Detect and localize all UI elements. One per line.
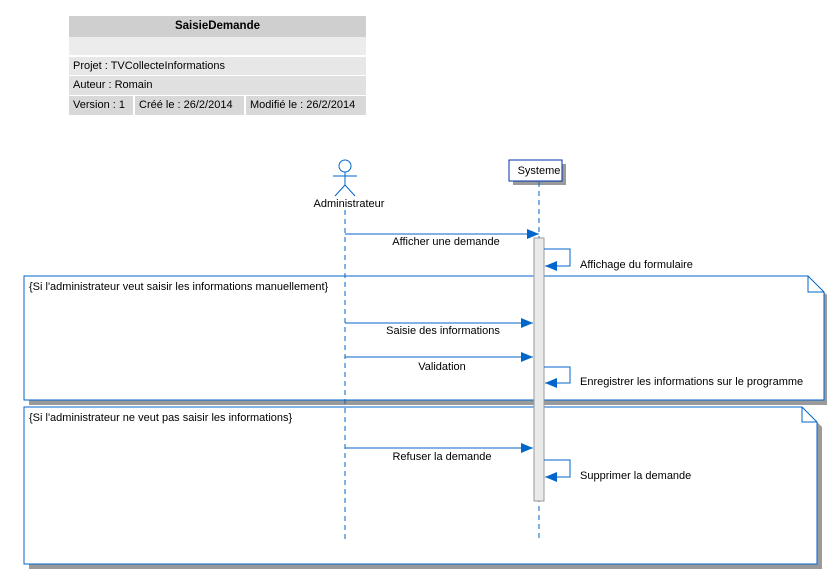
project-label: Projet : TVCollecteInformations bbox=[69, 57, 366, 75]
diagram-title: SaisieDemande bbox=[69, 16, 366, 37]
system-activation-bar bbox=[533, 237, 545, 502]
message-label-refuser: Refuser la demande bbox=[392, 451, 491, 463]
created-date-label: Créé le : 26/2/2014 bbox=[135, 96, 244, 115]
actor-administrateur: Administrateur bbox=[314, 159, 385, 210]
system-object: Systeme bbox=[508, 159, 566, 185]
alt-fragment-manual-entry: {Si l'administrateur veut saisir les inf… bbox=[23, 275, 827, 405]
message-label-validation: Validation bbox=[418, 361, 466, 373]
message-refuser-demande: Refuser la demande bbox=[345, 443, 533, 463]
author-label: Auteur : Romain bbox=[69, 76, 366, 95]
message-validation: Validation bbox=[345, 352, 533, 373]
version-label: Version : 1 bbox=[69, 96, 133, 115]
message-label-affichage: Affichage du formulaire bbox=[580, 259, 693, 271]
alt-fragment-no-entry: {Si l'administrateur ne veut pas saisir … bbox=[23, 406, 822, 569]
diagram-meta-row: Version : 1 Créé le : 26/2/2014 Modifié … bbox=[69, 96, 366, 115]
modified-date-label: Modifié le : 26/2/2014 bbox=[246, 96, 366, 115]
message-label-saisie: Saisie des informations bbox=[386, 325, 500, 337]
actor-name: Administrateur bbox=[314, 198, 385, 210]
self-message-enregistrer: Enregistrer les informations sur le prog… bbox=[544, 366, 803, 388]
diagram-info-blank-row bbox=[69, 37, 366, 55]
fragment-guard-manual: {Si l'administrateur veut saisir les inf… bbox=[29, 281, 329, 293]
fragment-guard-no-entry: {Si l'administrateur ne veut pas saisir … bbox=[29, 412, 292, 424]
message-saisie-informations: Saisie des informations bbox=[345, 318, 533, 337]
message-afficher-demande: Afficher une demande bbox=[345, 229, 539, 248]
system-name: Systeme bbox=[518, 165, 561, 177]
self-message-supprimer: Supprimer la demande bbox=[544, 459, 691, 482]
message-label-enregistrer: Enregistrer les informations sur le prog… bbox=[580, 376, 803, 388]
actor-icon bbox=[333, 159, 357, 197]
self-message-affichage: Affichage du formulaire bbox=[544, 248, 693, 271]
message-label-supprimer: Supprimer la demande bbox=[580, 470, 691, 482]
message-label-afficher: Afficher une demande bbox=[392, 236, 499, 248]
